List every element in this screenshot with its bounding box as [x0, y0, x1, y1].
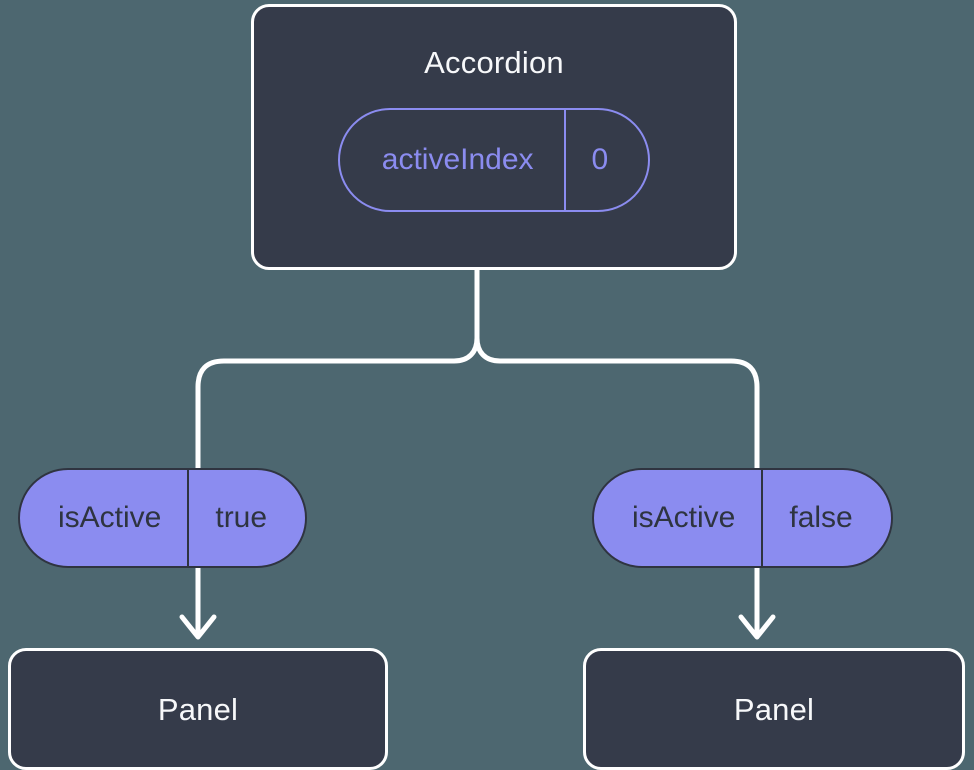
- connector-branch-right: [474, 337, 760, 477]
- prop-pill-left-key: isActive: [58, 501, 162, 534]
- prop-pill-right-value: false: [761, 470, 890, 566]
- prop-pill-left-value: true: [187, 470, 305, 566]
- connector-branch-left: [195, 337, 480, 477]
- accordion-state-pill[interactable]: activeIndex 0: [337, 108, 651, 212]
- accordion-node-title: Accordion: [424, 45, 564, 80]
- accordion-state-value: 0: [563, 110, 649, 210]
- connector-arrow-right-head: [738, 614, 776, 640]
- panel-node-right-title: Panel: [733, 691, 815, 727]
- accordion-state-key: activeIndex: [381, 143, 534, 176]
- panel-node-left[interactable]: Panel: [8, 648, 388, 770]
- prop-pill-right-key: isActive: [632, 501, 736, 534]
- panel-node-left-title: Panel: [157, 691, 239, 727]
- connector-arrow-left-head: [179, 614, 217, 640]
- prop-pill-left[interactable]: isActive true: [18, 468, 308, 568]
- accordion-node[interactable]: Accordion activeIndex 0: [251, 4, 737, 270]
- prop-pill-right[interactable]: isActive false: [592, 468, 893, 568]
- panel-node-right[interactable]: Panel: [583, 648, 965, 770]
